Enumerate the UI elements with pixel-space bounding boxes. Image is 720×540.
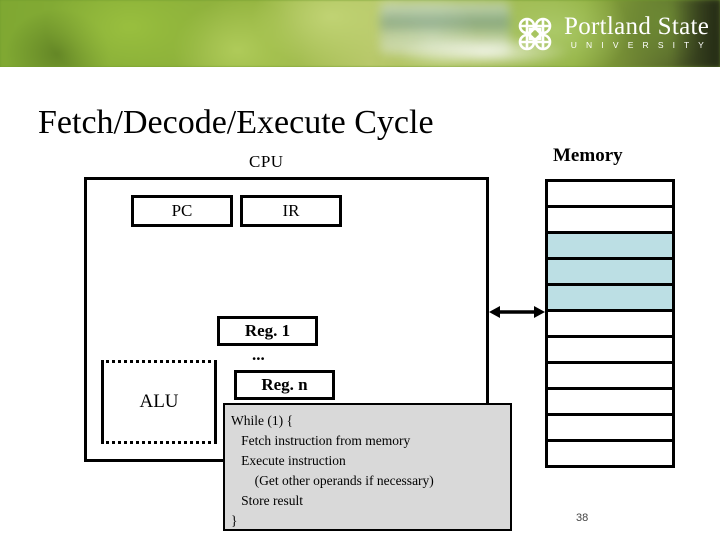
psu-logo: Portland State U N I V E R S I T Y xyxy=(513,12,709,58)
pseudocode-box: While (1) { Fetch instruction from memor… xyxy=(223,403,512,531)
pseudocode-line: Fetch instruction from memory xyxy=(231,433,411,448)
general-register-last-box: Reg. n xyxy=(234,370,335,400)
psu-knot-icon xyxy=(518,17,552,51)
memory-row xyxy=(548,312,672,338)
memory-row xyxy=(548,390,672,416)
pc-register-box: PC xyxy=(131,195,233,227)
memory-row xyxy=(548,416,672,442)
psu-brand-line1: Portland State xyxy=(564,13,710,40)
alu-label: ALU xyxy=(139,391,179,412)
pc-register-label: PC xyxy=(171,201,193,220)
memory-row xyxy=(548,286,672,312)
ir-register-box: IR xyxy=(240,195,342,227)
memory-row xyxy=(548,208,672,234)
pseudocode-line: (Get other operands if necessary) xyxy=(231,473,434,488)
general-register-first-box: Reg. 1 xyxy=(217,316,318,346)
memory-column xyxy=(545,179,675,468)
psu-wordmark: Portland State U N I V E R S I T Y xyxy=(564,12,709,51)
memory-bus-double-arrow-icon xyxy=(489,306,545,318)
psu-brand-line2: U N I V E R S I T Y xyxy=(570,40,708,50)
general-register-first-label: Reg. 1 xyxy=(244,321,291,340)
memory-row xyxy=(548,182,672,208)
alu-box: ALU xyxy=(101,360,217,444)
pseudocode-line: Store result xyxy=(231,493,303,508)
pseudocode-line: Execute instruction xyxy=(231,453,346,468)
memory-row xyxy=(548,338,672,364)
banner-foliage-image xyxy=(0,0,720,67)
page-title: Fetch/Decode/Execute Cycle xyxy=(38,104,434,141)
memory-row xyxy=(548,364,672,390)
cpu-label: CPU xyxy=(249,152,284,171)
page-number: 38 xyxy=(576,512,589,524)
memory-label: Memory xyxy=(553,145,623,166)
pseudocode-line: While (1) { xyxy=(231,413,293,428)
pseudocode-line: } xyxy=(231,513,238,528)
memory-row xyxy=(548,442,672,468)
register-ellipsis: ... xyxy=(252,345,265,364)
ir-register-label: IR xyxy=(282,201,300,220)
memory-row xyxy=(548,260,672,286)
general-register-last-label: Reg. n xyxy=(261,375,308,394)
memory-row xyxy=(548,234,672,260)
banner-dark-vignette xyxy=(672,0,720,67)
